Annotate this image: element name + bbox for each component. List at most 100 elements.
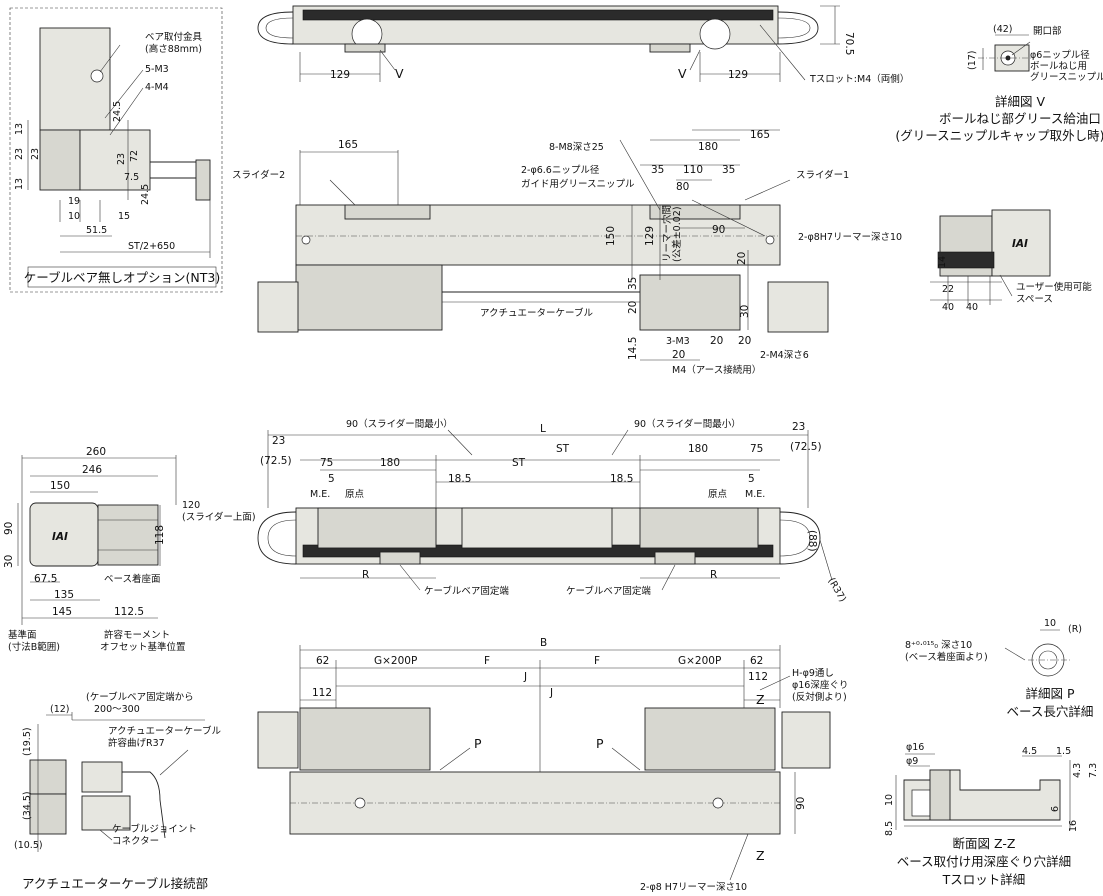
detail-v-subtitle: ボールねじ部グリース給油口 — [939, 111, 1101, 126]
side-d5-right: 5 — [748, 473, 755, 485]
front-ref-1: 基準面 — [8, 629, 37, 641]
nt3-d10: 10 — [68, 211, 80, 222]
end-view: IAI 14 22 40 40 ユーザー使用可能 スペース — [930, 209, 1092, 313]
front-d112-5: 112.5 — [114, 606, 144, 618]
nt3-bracket-2: (高さ88mm) — [145, 43, 202, 55]
bottom-d62-left: 62 — [316, 655, 329, 667]
cable-bracket-left — [295, 264, 443, 331]
front-logo: IAI — [52, 531, 68, 543]
detail-v-nipple-3: グリースニップル — [1030, 71, 1103, 83]
bottom-B: B — [540, 637, 547, 649]
section-zz: φ16 φ9 10 8.5 4.5 1.5 4.3 7.3 6 16 断面図 Z… — [884, 742, 1099, 887]
nt3-d15: 15 — [118, 211, 130, 222]
side-d180-left: 180 — [380, 457, 400, 469]
nt3-d19: 19 — [68, 196, 80, 207]
side-fixed-left: ケーブルベア固定端 — [424, 585, 509, 597]
side-d5-left: 5 — [328, 473, 335, 485]
slider-1-plate — [649, 204, 741, 220]
cable-bracket-right — [639, 274, 741, 331]
slider-2-side — [317, 507, 437, 549]
side-st-mid: ST — [512, 457, 526, 469]
end-carriage — [991, 209, 1051, 277]
plan-cable: アクチュエーターケーブル — [480, 307, 593, 319]
plan-d80: 80 — [676, 181, 689, 193]
front-d246: 246 — [82, 464, 102, 476]
detail-p-subtitle: ベース長穴詳細 — [1007, 704, 1094, 719]
bottom-J-top: J — [523, 671, 527, 683]
end-d40b: 40 — [966, 302, 978, 313]
bottom-H-1: H-φ9通し — [792, 668, 834, 679]
joint-cable — [122, 771, 166, 839]
plan-reamer: 2-φ8H7リーマー深さ10 — [798, 232, 902, 243]
zz-d16b: 16 — [1068, 820, 1079, 832]
cj-d34-5: (34.5) — [22, 791, 33, 820]
zz-title: 断面図 Z-Z — [953, 836, 1016, 851]
joint-connector — [81, 795, 131, 831]
front-slider-block — [97, 504, 159, 566]
zz-d4-3: 4.3 — [1072, 763, 1083, 778]
plan-m8: 8-M8深さ25 — [549, 142, 604, 153]
joint-upper — [29, 759, 67, 795]
side-R37: (R37) — [825, 576, 848, 604]
front-moment-2: オフセット基準位置 — [100, 641, 186, 653]
nt3-d13a: 13 — [14, 123, 25, 135]
end-logo: IAI — [1012, 238, 1028, 250]
slider-block — [79, 129, 151, 191]
plan-d150: 150 — [605, 226, 617, 246]
detail-p-d10: 10 — [1044, 618, 1056, 629]
side-d75-left: 75 — [320, 457, 333, 469]
front-d260: 260 — [86, 446, 106, 458]
bottom-d112-left: 112 — [312, 687, 332, 699]
slider-2-plate — [344, 204, 431, 220]
side-d75-right: 75 — [750, 443, 763, 455]
front-view: IAI 260 246 150 90 30 118 120 (スライダー上面) … — [3, 446, 256, 653]
end-user-space-1: ユーザー使用可能 — [1016, 281, 1092, 293]
plan-d20a: 20 — [736, 252, 748, 265]
cable-loop-right — [777, 11, 819, 45]
plan-d20c: 20 — [710, 335, 723, 347]
side-d180-right: 180 — [688, 443, 708, 455]
side-d23-left: 23 — [272, 435, 285, 447]
bottom-slider-left — [299, 707, 431, 771]
plan-d20b: 20 — [627, 301, 639, 314]
nt3-d72: 72 — [129, 150, 140, 162]
nt3-d24-5b: 24.5 — [140, 184, 151, 205]
detail-v-note: (グリースニップルキャップ取外し時) — [895, 128, 1103, 143]
bottom-F-right: F — [594, 655, 600, 667]
bottom-F-left: F — [484, 655, 490, 667]
bottom-reamer: 2-φ8 H7リーマー深さ10 — [640, 882, 747, 893]
dim-129-right: 129 — [728, 69, 748, 81]
cj-note-1: (ケーブルベア固定端から — [86, 691, 194, 703]
zz-d10: 10 — [884, 794, 895, 806]
side-loop-right — [779, 511, 821, 565]
side-view: 90（スライダー間最小） 90（スライダー間最小） L 23 23 (72.5)… — [257, 418, 848, 604]
front-d135: 135 — [54, 589, 74, 601]
plan-nipple-b: ガイド用グリースニップル — [521, 178, 635, 190]
zz-d9: φ9 — [906, 756, 918, 767]
detail-v-dim-17: (17) — [967, 50, 978, 70]
bottom-Z-bot: Z — [756, 848, 765, 863]
end-user-space-2: スペース — [1016, 294, 1053, 305]
plan-d165-right: 165 — [750, 129, 770, 141]
plan-reamer-tol-1: リーマー穴間 — [661, 205, 673, 262]
cable-track-top — [302, 9, 774, 21]
cj-d12: (12) — [50, 704, 70, 715]
nt3-d24-5a: 24.5 — [112, 101, 123, 122]
side-d72-5-left: (72.5) — [260, 455, 292, 467]
cj-joint-2: コネクター — [112, 836, 159, 847]
cj-d10-5: (10.5) — [14, 840, 43, 851]
detail-p-R: (R) — [1068, 624, 1082, 635]
zz-d6: 6 — [1050, 806, 1061, 812]
cj-bend-1: アクチュエーターケーブル — [108, 725, 221, 737]
joint-lower — [29, 793, 67, 835]
bottom-H-2: φ16深座ぐり — [792, 679, 848, 691]
front-d120: 120 — [182, 500, 200, 511]
zz-d16: φ16 — [906, 742, 924, 753]
plan-d35c: 35 — [627, 277, 639, 290]
detail-v-nipple-1: φ6ニップル径 — [1030, 49, 1090, 61]
front-d67-5: 67.5 — [34, 573, 57, 585]
bottom-J-mid: J — [549, 687, 553, 699]
bottom-slider-right — [644, 707, 776, 771]
cj-bend-2: 許容曲げR37 — [108, 737, 165, 749]
